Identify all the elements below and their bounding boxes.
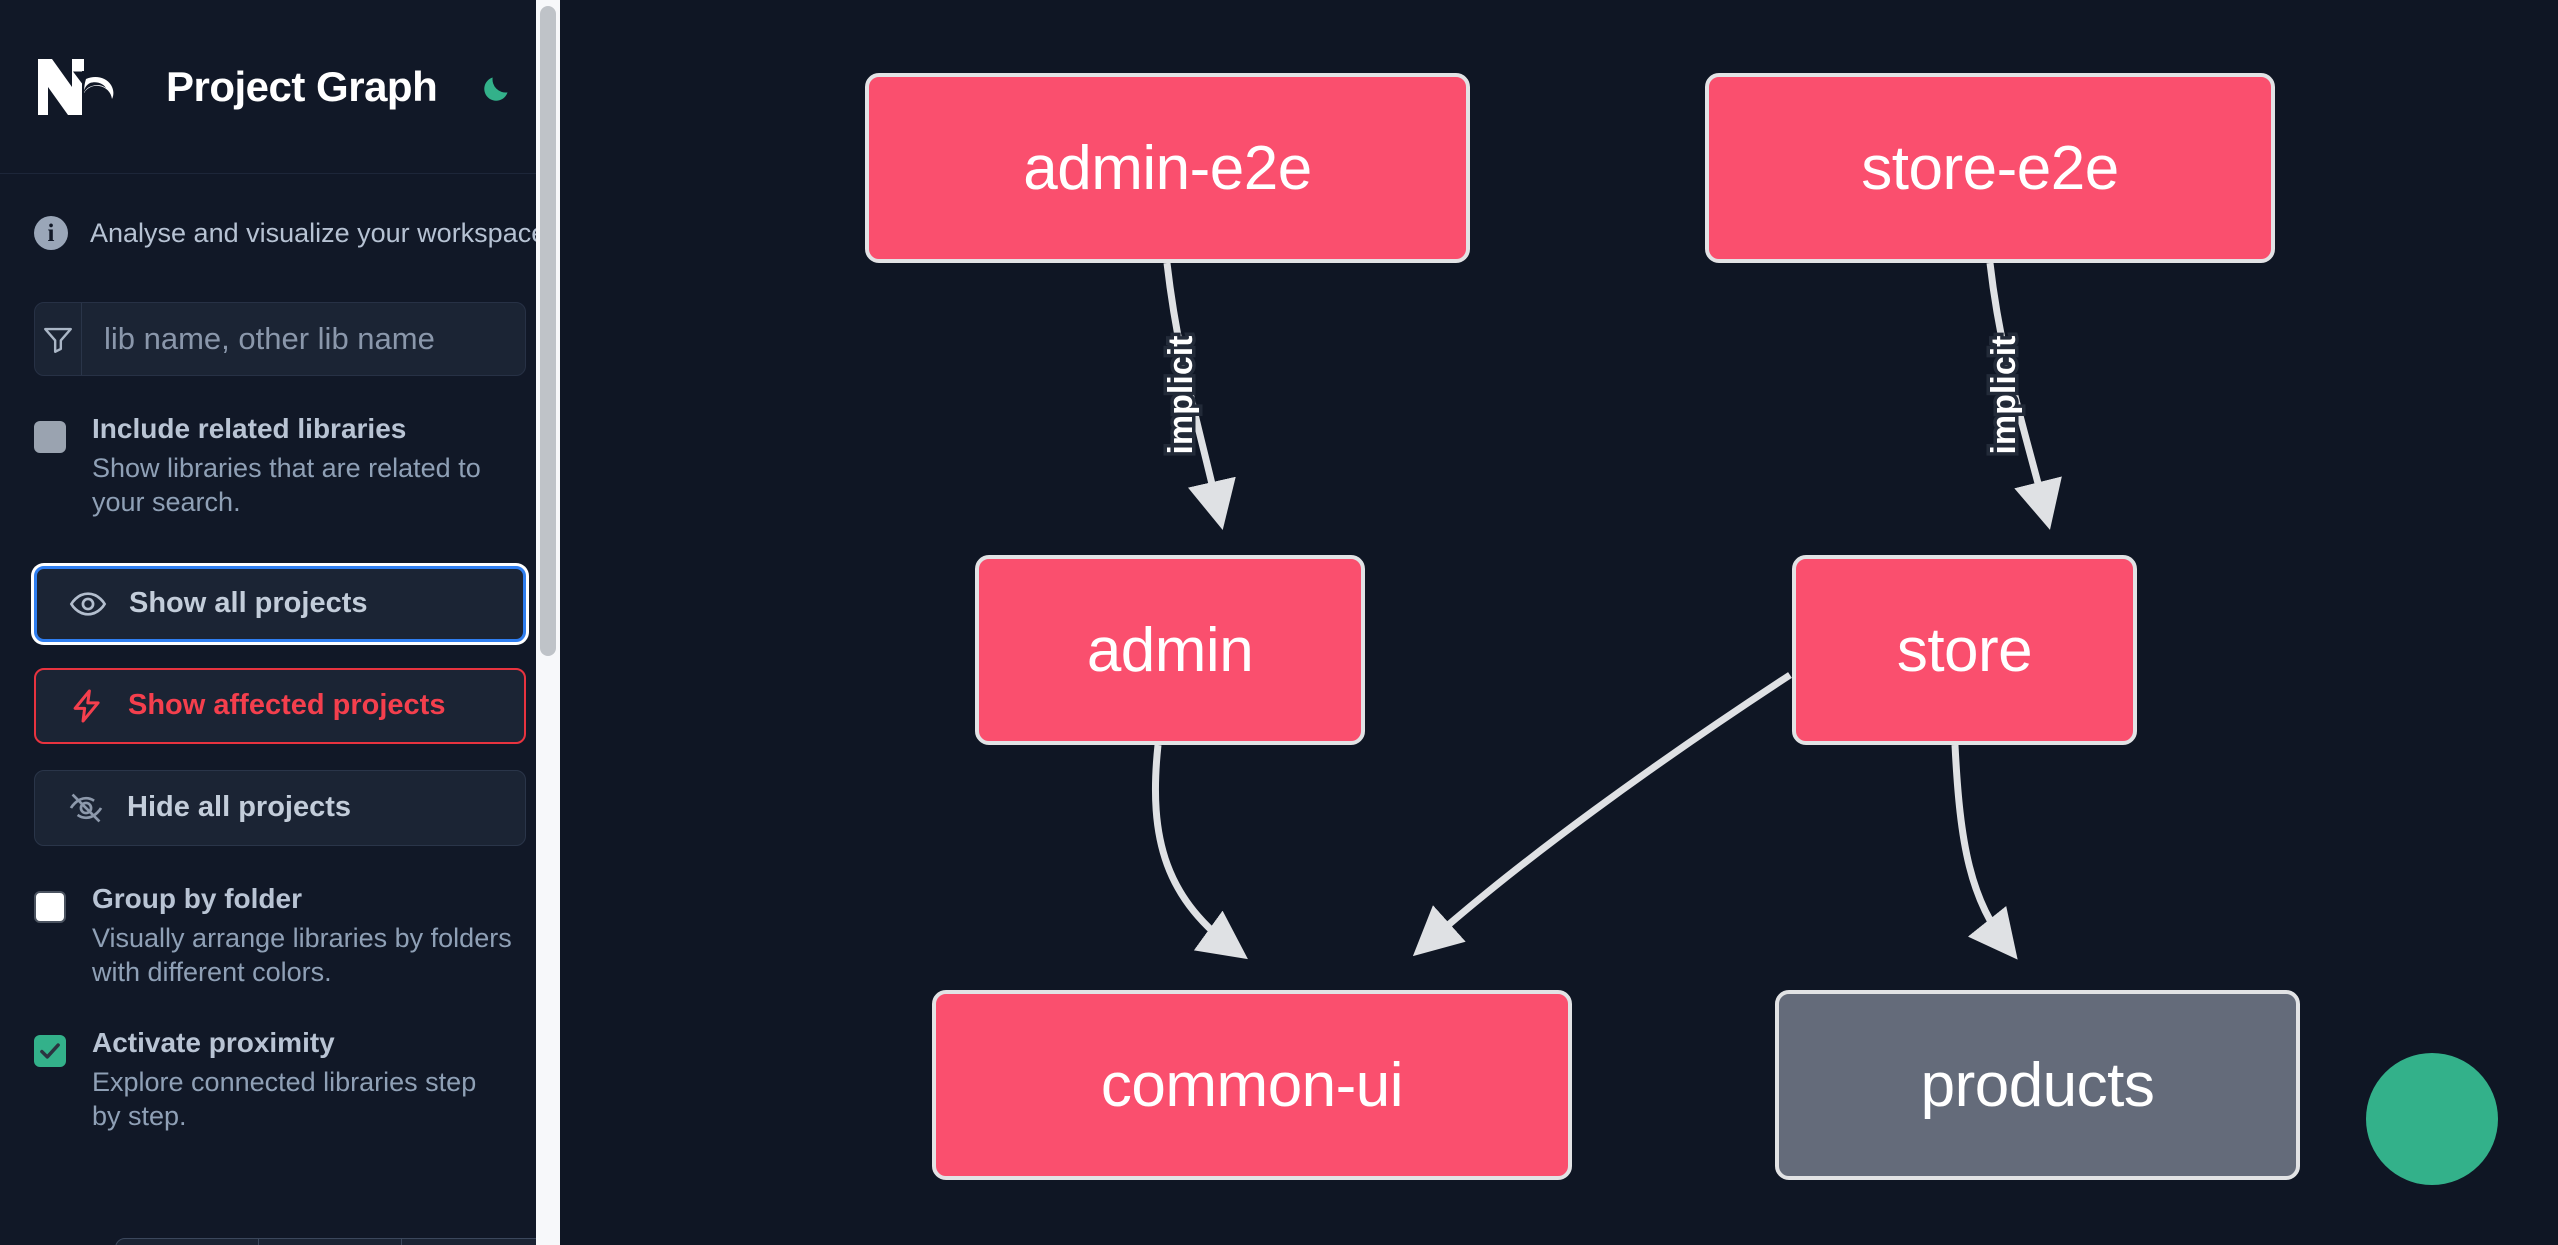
option-label: Group by folder: [92, 882, 302, 914]
lightning-icon: [64, 687, 110, 725]
sidebar-header: Project Graph: [0, 0, 560, 174]
nx-logo-icon: [34, 53, 130, 121]
graph-node-admin[interactable]: admin: [975, 555, 1365, 745]
show-affected-projects-button[interactable]: Show affected projects: [34, 667, 526, 744]
graph-canvas[interactable]: implicit implicit admin-e2e store-e2e ad…: [560, 0, 2558, 1245]
option-activate-proximity[interactable]: Activate proximity Explore connected lib…: [34, 1026, 526, 1134]
segmented-control[interactable]: [115, 1238, 545, 1245]
download-icon[interactable]: [2366, 1053, 2498, 1185]
info-icon: i: [34, 216, 68, 250]
edge-store-e2e-store: [1986, 262, 2062, 530]
show-all-projects-button[interactable]: Show all projects: [34, 565, 526, 642]
edge-label-implicit-admin: implicit: [1159, 332, 1204, 458]
segment-1[interactable]: [116, 1239, 259, 1245]
graph-node-store-e2e[interactable]: store-e2e: [1705, 73, 2275, 263]
edge-store-products: [1951, 744, 2018, 960]
filter-icon: [35, 303, 82, 375]
page-title: Project Graph: [166, 62, 438, 110]
sidebar-scrollbar[interactable]: [536, 0, 560, 1245]
button-label: Show all projects: [129, 587, 368, 620]
graph-node-common-ui[interactable]: common-ui: [932, 990, 1572, 1180]
graph-edges: implicit implicit: [1151, 262, 2062, 960]
segment-3[interactable]: [402, 1239, 544, 1245]
option-label: Include related libraries: [92, 413, 407, 444]
option-group-by-folder[interactable]: Group by folder Visually arrange librari…: [34, 882, 526, 990]
svg-text:implicit: implicit: [1985, 335, 2023, 454]
option-description: Visually arrange libraries by folders wi…: [92, 922, 512, 988]
hide-all-projects-button[interactable]: Hide all projects: [34, 769, 526, 846]
button-label: Hide all projects: [127, 791, 352, 824]
option-label: Activate proximity: [92, 1026, 335, 1058]
option-description: Show libraries that are related to your …: [92, 452, 481, 518]
checkbox-group-by-folder[interactable]: [34, 890, 66, 923]
moon-icon[interactable]: [475, 64, 521, 110]
projects-button-group: Show all projects Show affected projects: [34, 565, 526, 846]
button-label: Show affected projects: [128, 689, 446, 722]
sidebar-scrollbar-thumb[interactable]: [540, 6, 556, 656]
sidebar: Project Graph i Analyse and visualize yo…: [0, 0, 560, 1245]
graph-node-products[interactable]: products: [1775, 990, 2300, 1180]
eye-icon: [65, 585, 111, 623]
option-description: Explore connected libraries step by step…: [92, 1066, 477, 1132]
edge-store-common-ui: [1412, 672, 1792, 957]
info-text: Analyse and visualize your workspace.: [90, 217, 554, 248]
analyse-row: i Analyse and visualize your workspace.: [34, 174, 554, 250]
search-input[interactable]: [82, 303, 525, 375]
option-include-related-libraries[interactable]: Include related libraries Show libraries…: [34, 413, 526, 520]
graph-node-admin-e2e[interactable]: admin-e2e: [865, 73, 1470, 263]
svg-text:implicit: implicit: [1162, 335, 1200, 454]
eye-off-icon: [63, 789, 109, 827]
edge-label-implicit-store: implicit: [1982, 332, 2027, 458]
edge-admin-e2e-admin: [1163, 262, 1236, 530]
checkbox-include-related-libraries[interactable]: [34, 421, 66, 453]
checkbox-activate-proximity[interactable]: [34, 1034, 66, 1067]
graph-node-store[interactable]: store: [1792, 555, 2137, 745]
edge-admin-common-ui: [1151, 744, 1248, 960]
segment-2[interactable]: [259, 1239, 402, 1245]
sidebar-body: i Analyse and visualize your workspace. …: [0, 174, 560, 1134]
search-field[interactable]: [34, 302, 526, 376]
